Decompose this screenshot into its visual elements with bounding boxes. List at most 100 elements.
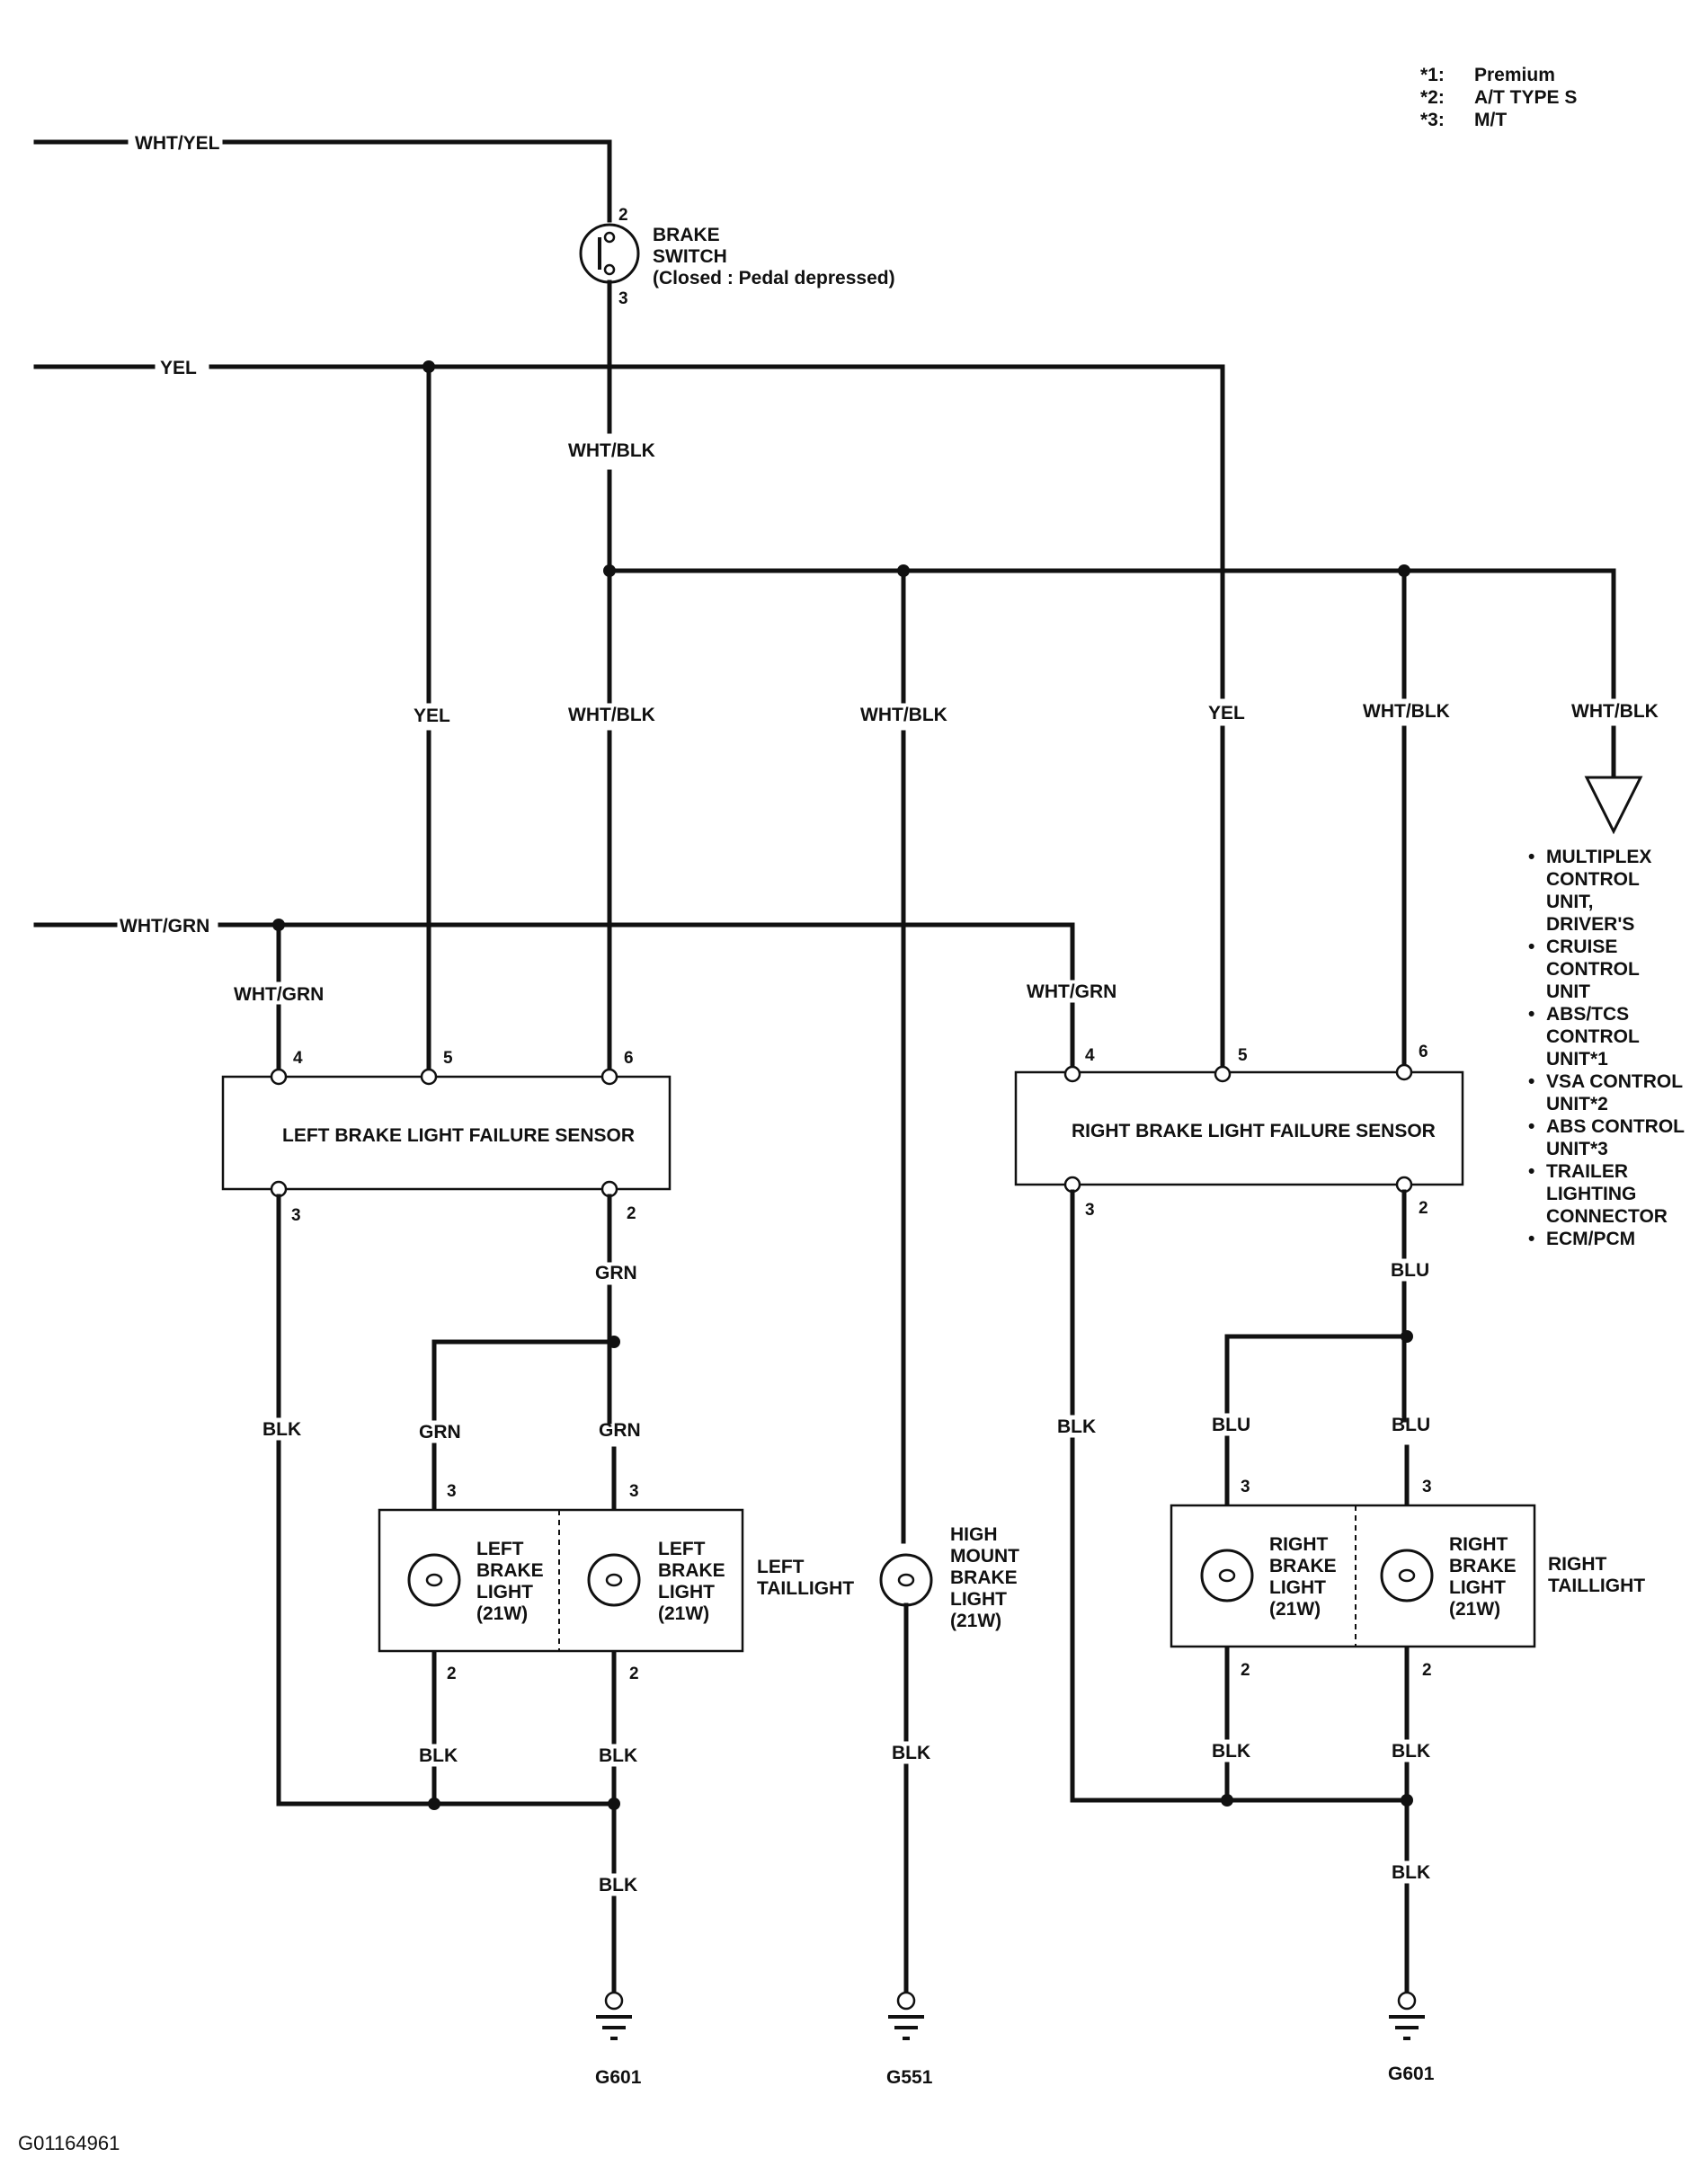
ground-left-label: G601 xyxy=(595,2067,642,2088)
yel-input-label: YEL xyxy=(160,358,197,378)
right-blu-label: BLU xyxy=(1391,1260,1429,1281)
right-taillight-pin-2b: 2 xyxy=(1422,1661,1432,1680)
yel-wire: YEL YEL YEL xyxy=(33,358,1245,1072)
dest-bullet-1: • xyxy=(1528,847,1534,867)
left-blk-bulb2-label: BLK xyxy=(599,1745,637,1766)
right-sensor-terminal-5 xyxy=(1214,1065,1232,1083)
left-blk-bulb1-label: BLK xyxy=(419,1745,458,1766)
right-brake-light-bulb-2-icon xyxy=(1380,1549,1434,1602)
dest-bullet-5: • xyxy=(1528,1116,1534,1137)
right-bulb2-line3: LIGHT xyxy=(1449,1577,1506,1598)
right-blk-label: BLK xyxy=(1057,1416,1096,1437)
left-grn-label: GRN xyxy=(595,1263,637,1283)
right-bulb2-line4: (21W) xyxy=(1449,1599,1500,1620)
right-blu-bulb1-label: BLU xyxy=(1212,1415,1250,1435)
dest-line-18: ECM/PCM xyxy=(1546,1229,1635,1249)
dest-line-2: CONTROL xyxy=(1546,869,1640,890)
high-mount-line1: HIGH xyxy=(950,1524,998,1545)
note-3-mark: *3: xyxy=(1420,110,1445,130)
wht-blk-destinations-label: WHT/BLK xyxy=(1571,701,1659,722)
left-sensor-terminal-4 xyxy=(270,1068,288,1086)
left-bulb1-line3: LIGHT xyxy=(476,1582,533,1602)
left-taillight-pin-3a: 3 xyxy=(447,1482,457,1501)
right-sensor-pin-3: 3 xyxy=(1085,1201,1095,1220)
right-brake-light-failure-sensor: RIGHT BRAKE LIGHT FAILURE SENSOR 4 5 6 3… xyxy=(1014,1043,1464,1220)
left-taillight-pin-3b: 3 xyxy=(629,1482,639,1501)
wht-blk-trunk-label: WHT/BLK xyxy=(568,440,655,461)
left-taillight-label-2: TAILLIGHT xyxy=(757,1578,854,1599)
left-bulb1-line1: LEFT xyxy=(476,1539,524,1559)
brake-switch-label-1: BRAKE xyxy=(653,225,720,245)
splice-left-blk-2 xyxy=(608,1798,620,1810)
wht-grn-left-label: WHT/GRN xyxy=(234,984,324,1005)
dest-line-5: CRUISE xyxy=(1546,937,1617,957)
right-blk-bulb2-label: BLK xyxy=(1392,1741,1430,1762)
left-brake-light-bulb-2-icon xyxy=(587,1553,641,1607)
wht-yel-input-wire: WHT/YEL xyxy=(33,133,612,223)
dest-line-6: CONTROL xyxy=(1546,959,1640,980)
right-sensor-pin-6: 6 xyxy=(1419,1043,1428,1061)
dest-line-15: TRAILER xyxy=(1546,1161,1628,1182)
yel-left-label: YEL xyxy=(414,706,450,726)
ground-right-label: G601 xyxy=(1388,2064,1435,2084)
brake-switch: 2 3 BRAKE SWITCH (Closed : Pedal depress… xyxy=(579,206,895,308)
left-blk-ground-label: BLK xyxy=(599,1875,637,1895)
ground-center: G551 xyxy=(886,1991,933,2088)
right-taillight-pin-3b: 3 xyxy=(1422,1478,1432,1496)
high-mount-blk-label: BLK xyxy=(892,1743,930,1763)
brake-switch-pin-2: 2 xyxy=(618,206,628,225)
dest-bullet-4: • xyxy=(1528,1071,1534,1092)
ground-center-label: G551 xyxy=(886,2067,933,2088)
left-sensor-terminal-6 xyxy=(600,1068,618,1086)
note-2-text: A/T TYPE S xyxy=(1474,87,1577,108)
right-bulb1-line1: RIGHT xyxy=(1269,1534,1329,1555)
dest-bullet-3: • xyxy=(1528,1004,1534,1025)
high-mount-bulb-icon xyxy=(879,1553,933,1607)
dest-line-16: LIGHTING xyxy=(1546,1184,1636,1204)
left-bulb2-line1: LEFT xyxy=(658,1539,706,1559)
left-grn-bulb1-label: GRN xyxy=(419,1422,461,1443)
high-mount-line4: LIGHT xyxy=(950,1589,1007,1610)
right-taillight-pin-2a: 2 xyxy=(1241,1661,1250,1680)
left-sensor-terminal-5 xyxy=(420,1068,438,1086)
dest-line-1: MULTIPLEX xyxy=(1546,847,1651,867)
splice-right-blk-2 xyxy=(1401,1794,1413,1807)
splice-left-blk-1 xyxy=(428,1798,440,1810)
ground-right: G601 xyxy=(1388,1991,1435,2084)
right-blk-ground-label: BLK xyxy=(1392,1862,1430,1883)
right-taillight-label-1: RIGHT xyxy=(1548,1554,1607,1575)
left-sensor-label: LEFT BRAKE LIGHT FAILURE SENSOR xyxy=(282,1125,635,1146)
right-blk-bulb1-label: BLK xyxy=(1212,1741,1250,1762)
left-bulb2-line2: BRAKE xyxy=(658,1560,725,1581)
dest-bullet-6: • xyxy=(1528,1161,1534,1182)
left-taillight-pin-2b: 2 xyxy=(629,1665,639,1683)
left-taillight: 3 3 2 2 LEFT BRAKE LIGHT (21W) LEFT BRAK… xyxy=(378,1482,854,1683)
left-taillight-pin-2a: 2 xyxy=(447,1665,457,1683)
right-blu-bulb2-label: BLU xyxy=(1392,1415,1430,1435)
high-mount-brake-light: BLK HIGH MOUNT BRAKE LIGHT (21W) xyxy=(879,1524,1019,1998)
dest-line-11: VSA CONTROL xyxy=(1546,1071,1683,1092)
dest-line-4: DRIVER'S xyxy=(1546,914,1634,935)
left-sensor-pin-5: 5 xyxy=(443,1049,453,1068)
wht-blk-left-sensor-label: WHT/BLK xyxy=(568,705,655,725)
right-bulb1-line3: LIGHT xyxy=(1269,1577,1326,1598)
left-bulb1-line2: BRAKE xyxy=(476,1560,544,1581)
left-sensor-pin-4: 4 xyxy=(293,1049,303,1068)
right-sensor-terminal-4 xyxy=(1063,1065,1081,1083)
wht-yel-label: WHT/YEL xyxy=(135,133,220,154)
brake-switch-label-2: SWITCH xyxy=(653,246,727,267)
dest-bullet-7: • xyxy=(1528,1229,1534,1249)
dest-line-17: CONNECTOR xyxy=(1546,1206,1668,1227)
right-sensor-pin-2: 2 xyxy=(1419,1199,1428,1218)
dest-line-9: CONTROL xyxy=(1546,1026,1640,1047)
left-sensor-pin-3: 3 xyxy=(291,1206,301,1225)
left-taillight-label-1: LEFT xyxy=(757,1557,805,1577)
splice-right-blk-1 xyxy=(1221,1794,1233,1807)
high-mount-line5: (21W) xyxy=(950,1611,1001,1631)
left-bulb2-line3: LIGHT xyxy=(658,1582,715,1602)
right-bulb1-line2: BRAKE xyxy=(1269,1556,1337,1576)
right-bulb1-line4: (21W) xyxy=(1269,1599,1321,1620)
yel-right-label: YEL xyxy=(1208,703,1245,724)
destinations-list: • MULTIPLEX CONTROL UNIT, DRIVER'S • CRU… xyxy=(1528,847,1685,1249)
